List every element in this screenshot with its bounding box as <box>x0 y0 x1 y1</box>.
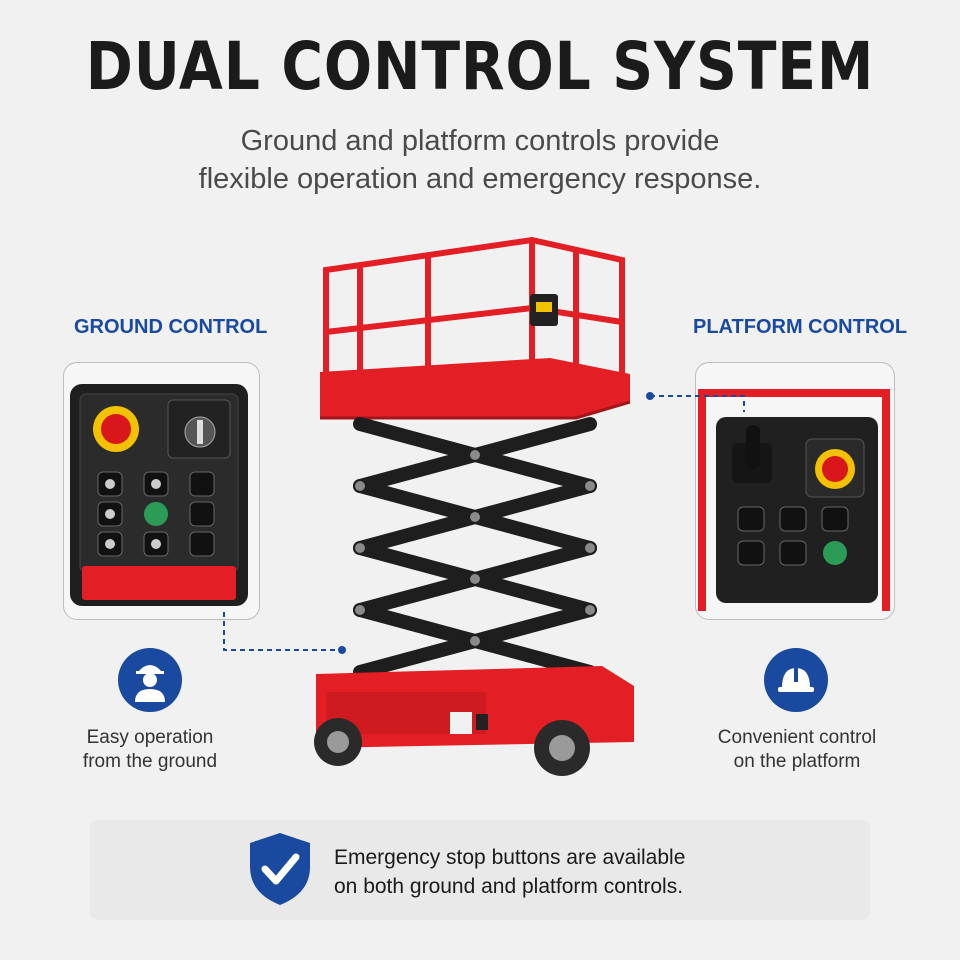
ground-control-label: GROUND CONTROL <box>74 316 268 338</box>
subtitle-line-2: flexible operation and emergency respons… <box>198 163 762 195</box>
platform-feature-text: Convenient control on the platform <box>700 726 894 774</box>
scissor-lift-illustration <box>314 236 634 776</box>
platform-connector-line <box>646 392 745 412</box>
platform-feature-line-2: on the platform <box>733 751 861 772</box>
emergency-note-line-2: on both ground and platform controls. <box>334 875 684 898</box>
hard-hat-icon <box>764 648 828 712</box>
ground-feature-line-2: from the ground <box>82 751 218 772</box>
page-title: DUAL CONTROL SYSTEM <box>85 28 875 105</box>
platform-feature-line-1: Convenient control <box>717 727 877 748</box>
ground-feature-line-1: Easy operation <box>86 727 214 748</box>
emergency-note-line-1: Emergency stop buttons are available <box>334 846 686 869</box>
subtitle-line-1: Ground and platform controls provide <box>240 125 720 157</box>
worker-icon <box>118 648 182 712</box>
platform-control-label: PLATFORM CONTROL <box>693 316 908 338</box>
platform-control-box <box>698 389 890 611</box>
ground-feature-text: Easy operation from the ground <box>60 726 240 774</box>
emergency-note-box <box>90 820 870 920</box>
emergency-note-text: Emergency stop buttons are available on … <box>334 843 685 901</box>
page-subtitle: Ground and platform controls provide fle… <box>120 122 840 198</box>
ground-connector-line <box>223 612 346 654</box>
shield-check-icon <box>250 833 310 905</box>
ground-control-box <box>70 384 248 606</box>
